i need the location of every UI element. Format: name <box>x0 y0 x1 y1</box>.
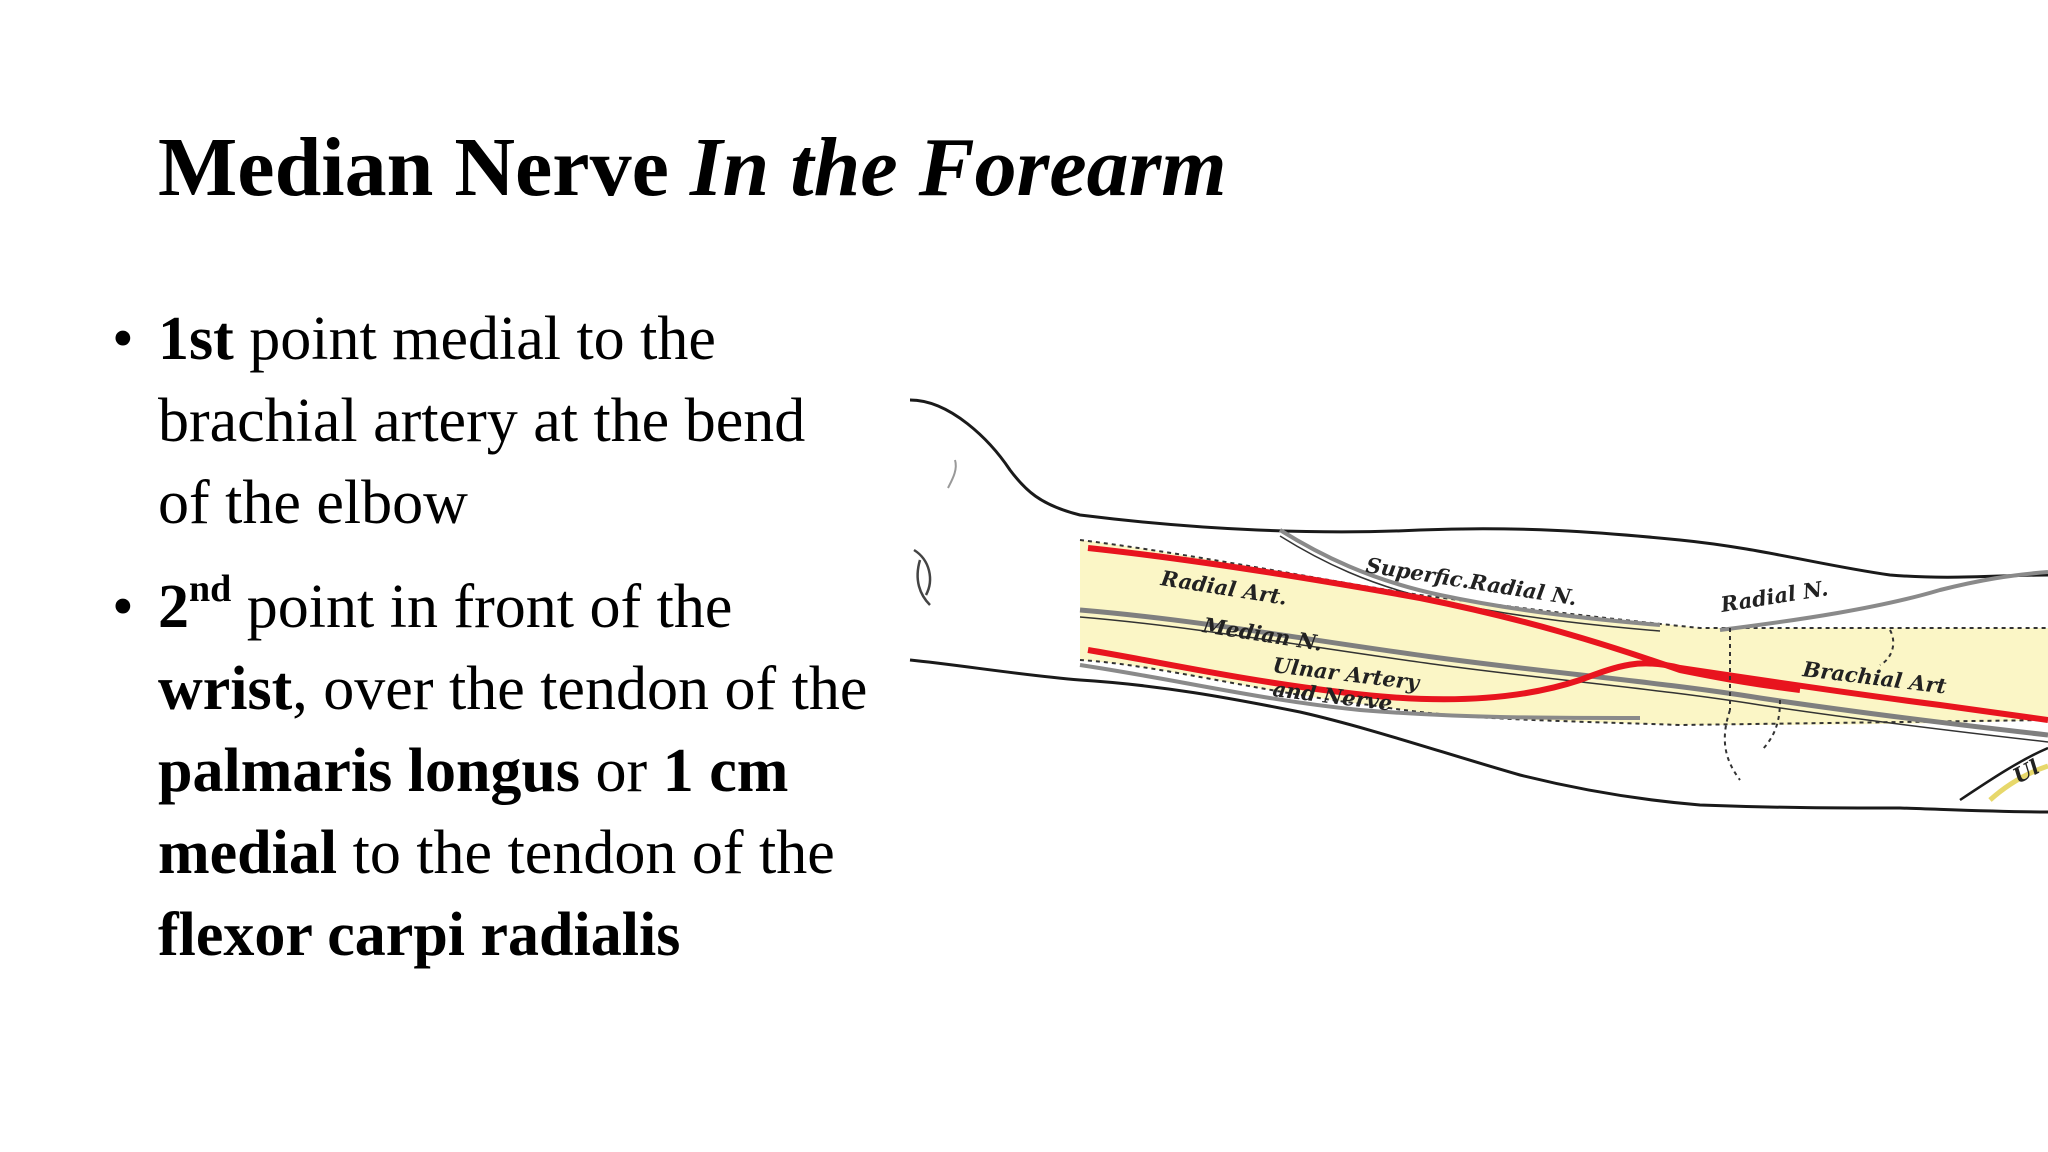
arm-outline-bottom <box>909 658 2048 814</box>
bullet-2-text-4: to the tendon of the <box>337 819 835 887</box>
bullet-list: • 1st point medial to the brachial arter… <box>112 298 872 998</box>
bullet-2-text-2: , over the tendon of the <box>292 655 868 723</box>
bullet-1-bold-first: 1st <box>158 305 234 373</box>
bullet-1-text: point medial to the brachial artery at t… <box>158 305 806 537</box>
median-nerve-edge <box>1079 616 2048 743</box>
forearm-small-curve-yellow <box>1988 763 2048 802</box>
arm-outline-top <box>909 398 2048 579</box>
ulnar-nerve <box>1079 663 1641 720</box>
brachial-artery <box>1679 665 2048 723</box>
bullet-2-text-3: or <box>580 737 663 805</box>
label-radial-n: Radial N. <box>1718 575 1830 617</box>
bullet-2-text-1: point in front of the <box>231 573 733 641</box>
bullet-2-ordinal-suffix: nd <box>189 568 232 610</box>
forearm-diagram-svg: Radial Art. Superfic.Radial N. Radial N.… <box>909 398 2048 814</box>
bullet-item-2: • 2nd point in front of the wrist, over … <box>112 566 872 976</box>
elbow-sketch-small <box>947 459 957 489</box>
bullet-marker: • <box>112 573 134 641</box>
bullet-2-bold-palmaris: palmaris longus <box>158 737 581 805</box>
bullet-2-bold-wrist: wrist <box>158 655 293 723</box>
superficial-radial-nerve <box>1278 528 1661 627</box>
title-italic-part: In the Forearm <box>689 121 1227 214</box>
bullet-2-bold-flexor: flexor carpi radialis <box>158 901 681 969</box>
radial-artery <box>1087 545 1801 693</box>
bullet-item-1: • 1st point medial to the brachial arter… <box>112 298 872 544</box>
forearm-small-curve <box>1959 746 2048 802</box>
elbow-sketch <box>913 548 932 606</box>
bullet-2-bold-1cm-medial: 1 cm medial <box>158 737 789 887</box>
forearm-anatomy-diagram: Radial Art. Superfic.Radial N. Radial N.… <box>900 380 2048 840</box>
slide-title: Median Nerve In the Forearm <box>158 118 1227 219</box>
bullet-marker: • <box>112 305 134 373</box>
ulnar-artery <box>1087 647 1681 703</box>
radial-nerve <box>1719 570 2048 632</box>
title-bold-part: Median Nerve <box>158 121 669 214</box>
bullet-2-bold-second: 2 <box>158 573 189 641</box>
bifurcation-dotted-lines <box>1723 628 1895 781</box>
